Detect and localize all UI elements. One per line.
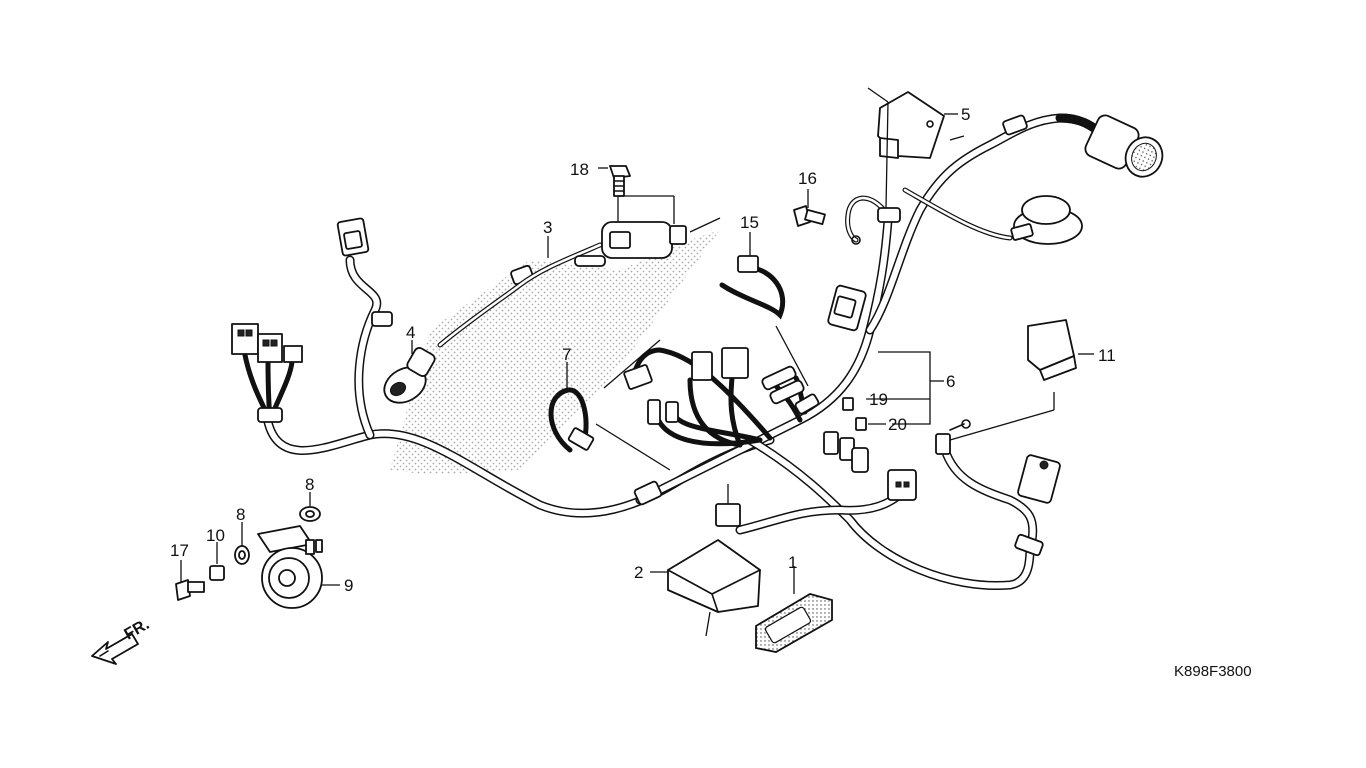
- callout-15: 15: [740, 213, 759, 232]
- top-right-connector: [1055, 113, 1164, 178]
- callout-18: 18: [570, 160, 589, 179]
- callout-2: 2: [634, 563, 643, 582]
- band-15: [719, 255, 786, 320]
- callout-17: 17: [170, 541, 189, 560]
- fuse-holders: [823, 431, 917, 501]
- callout-10: 10: [206, 526, 225, 545]
- relay-11: [1027, 319, 1077, 381]
- control-unit-2: [667, 539, 761, 613]
- drawing-code: K898F3800: [1174, 663, 1252, 680]
- bolt-18: [609, 165, 631, 197]
- rubber-cover-1: [755, 593, 833, 653]
- fuses: [842, 397, 867, 431]
- relay-5: [877, 91, 945, 159]
- callout-8b: 8: [236, 505, 245, 524]
- main-wire-harness: [242, 113, 1105, 591]
- callout-7: 7: [562, 345, 571, 364]
- spark-plug-cap: [383, 347, 436, 404]
- watermark-area: [390, 230, 720, 475]
- front-direction-arrow: FR.: [91, 616, 152, 665]
- callout-11: 11: [1098, 346, 1116, 365]
- center-connectors: [623, 347, 805, 425]
- callout-8a: 8: [305, 475, 314, 494]
- callout-4: 4: [406, 323, 415, 342]
- callout-6: 6: [946, 372, 955, 391]
- callout-19: 19: [869, 390, 888, 409]
- fasteners: [175, 506, 321, 601]
- callout-9: 9: [344, 576, 353, 595]
- callout-1: 1: [788, 553, 797, 572]
- leader-lines: [180, 87, 1094, 637]
- right-connector: [1017, 454, 1061, 504]
- harness-clamps: [257, 114, 1044, 557]
- callouts: 1 2 3 4 5 6 7 8 8 9 10 11 15 16 17 18 19…: [170, 105, 1116, 595]
- left-top-connector: [336, 217, 370, 257]
- ground-terminal: [935, 419, 971, 455]
- main-connector: [827, 284, 867, 332]
- callout-5: 5: [961, 105, 970, 124]
- band-7: [548, 387, 595, 453]
- left-connectors: [231, 323, 303, 363]
- callout-20: 20: [888, 415, 907, 434]
- callout-3: 3: [543, 218, 552, 237]
- small-connector-2: [715, 503, 741, 527]
- round-sensor: [1010, 195, 1083, 245]
- ignition-coil: [437, 221, 687, 348]
- horn-9: [257, 525, 323, 609]
- bolt-16: [793, 205, 861, 245]
- callout-16: 16: [798, 169, 817, 188]
